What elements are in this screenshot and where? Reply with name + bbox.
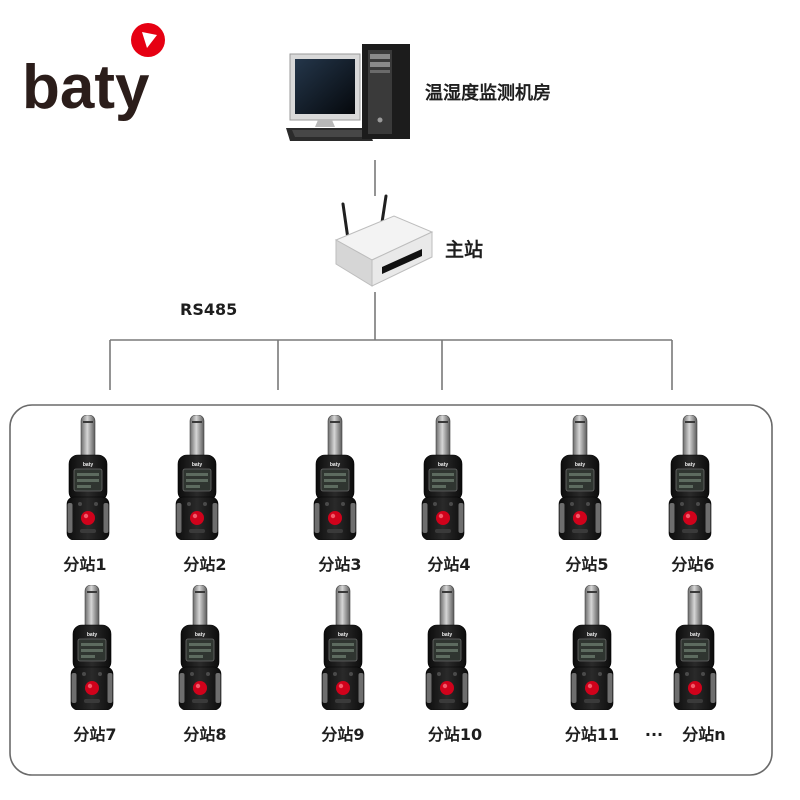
thermo-hygrometer-icon (668, 415, 712, 540)
station-n: 分站n (673, 585, 726, 744)
substation-group-box (9, 404, 773, 776)
wireless-router-icon (334, 194, 434, 287)
station-2: 分站2 (175, 415, 227, 574)
thermo-hygrometer-icon (673, 585, 717, 710)
station-label: 分站1 (63, 555, 106, 574)
desktop-computer-icon (286, 44, 410, 141)
station-4: 分站4 (421, 415, 471, 574)
baty-logo: baty (22, 23, 165, 122)
station-8: 分站8 (178, 585, 227, 744)
station-label: 分站n (682, 725, 725, 744)
station-11: 分站11 (565, 585, 619, 744)
station-9: 分站9 (321, 585, 365, 744)
station-label: 分站11 (565, 725, 619, 744)
thermo-hygrometer-icon (425, 585, 469, 710)
station-label: 分站4 (427, 555, 470, 574)
station-10: 分站10 (425, 585, 482, 744)
thermo-hygrometer-icon (313, 415, 357, 540)
thermo-hygrometer-icon (66, 415, 110, 540)
station-label: 分站3 (318, 555, 361, 574)
station-3: 分站3 (313, 415, 362, 574)
ellipsis-text: ··· (645, 725, 663, 744)
thermo-hygrometer-icon (175, 415, 219, 540)
bus-label: RS485 (180, 300, 237, 319)
logo-triangle-icon (142, 32, 157, 48)
station-label: 分站5 (565, 555, 608, 574)
master-station-label: 主站 (445, 238, 483, 261)
station-label: 分站9 (321, 725, 364, 744)
station-label: 分站8 (183, 725, 226, 744)
server-room-label: 温湿度监测机房 (425, 82, 551, 104)
station-label: 分站10 (428, 725, 482, 744)
station-label: 分站6 (671, 555, 714, 574)
thermo-hygrometer-icon (421, 415, 465, 540)
station-1: 分站1 (63, 415, 110, 574)
station-7: 分站7 (70, 585, 117, 744)
logo-text: baty (22, 53, 150, 122)
thermo-hygrometer-icon (178, 585, 222, 710)
station-label: 分站7 (73, 725, 116, 744)
thermo-hygrometer-icon (321, 585, 365, 710)
station-5: 分站5 (558, 415, 609, 574)
thermo-hygrometer-icon (558, 415, 602, 540)
thermo-hygrometer-icon (570, 585, 614, 710)
station-label: 分站2 (183, 555, 226, 574)
thermo-hygrometer-icon (70, 585, 114, 710)
station-6: 分站6 (668, 415, 715, 574)
